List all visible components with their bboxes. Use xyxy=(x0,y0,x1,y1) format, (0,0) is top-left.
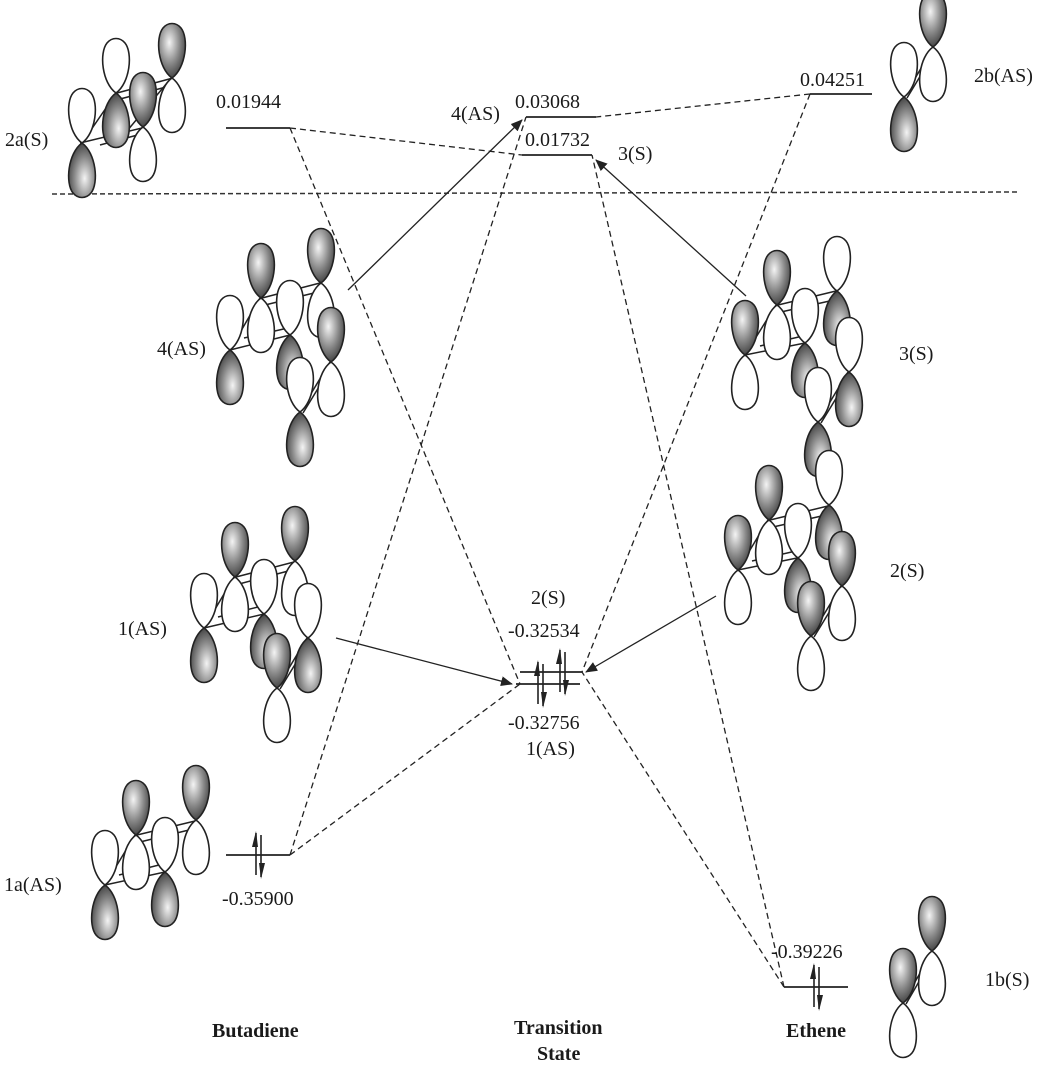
energy-ts4: 0.03068 xyxy=(515,91,580,113)
electron-pair-ts1 xyxy=(534,660,547,708)
arrow-3s-to-ts3 xyxy=(595,159,747,297)
energy-ts2: -0.32534 xyxy=(508,620,580,642)
energy-1a: -0.35900 xyxy=(222,888,294,910)
corr-1b-to-ts3 xyxy=(591,154,785,988)
label-2s: 2(S) xyxy=(890,560,924,582)
energy-2a: 0.01944 xyxy=(216,91,281,113)
column-title-ts-line2: State xyxy=(537,1043,580,1065)
corr-1a-to-ts1 xyxy=(289,683,521,856)
label-2b: 2b(AS) xyxy=(974,65,1033,87)
arrow-1as-to-ts1 xyxy=(335,637,513,687)
electron-pairs xyxy=(252,648,823,1011)
electron-pair-ts2 xyxy=(556,648,569,696)
orbital-picture-1b xyxy=(888,895,947,1059)
column-title-ethene: Ethene xyxy=(786,1020,846,1042)
label-1as: 1(AS) xyxy=(118,618,167,640)
arrow-2s-to-ts2 xyxy=(585,595,717,673)
energy-ts1: -0.32756 xyxy=(508,712,580,734)
label-1b: 1b(S) xyxy=(985,969,1029,991)
orbital-picture-1as xyxy=(189,505,323,744)
energy-1b: -0.39226 xyxy=(771,941,843,963)
energy-levels xyxy=(226,93,872,988)
energy-ts3: 0.01732 xyxy=(525,129,590,151)
orbital-picture-2a xyxy=(67,22,187,199)
orbital-picture-3s xyxy=(730,235,864,478)
electron-pair-1a xyxy=(252,831,265,879)
label-ts4: 4(AS) xyxy=(451,103,500,125)
label-3s: 3(S) xyxy=(899,343,933,365)
label-1a: 1a(AS) xyxy=(4,874,62,896)
label-4as: 4(AS) xyxy=(157,338,206,360)
column-title-butadiene: Butadiene xyxy=(212,1020,299,1042)
label-ts2: 2(S) xyxy=(531,587,565,609)
orbital-picture-1a xyxy=(90,764,211,941)
corr-2a-to-ts1 xyxy=(289,127,521,685)
orbital-arrows xyxy=(335,119,747,687)
corr-1a-to-ts4 xyxy=(289,116,527,856)
label-ts1: 1(AS) xyxy=(526,738,575,760)
orbital-picture-2b xyxy=(889,0,948,153)
label-ts3: 3(S) xyxy=(618,143,652,165)
electron-pair-1b xyxy=(810,963,823,1011)
orbital-picture-2s xyxy=(723,449,857,692)
energy-2b: 0.04251 xyxy=(800,69,865,91)
corr-2a-to-ts3 xyxy=(289,127,523,156)
column-title-ts-line1: Transition xyxy=(514,1017,603,1039)
orbital-picture-4as xyxy=(215,227,346,468)
corr-2b-to-ts4 xyxy=(595,93,811,118)
corr-1b-to-ts2 xyxy=(581,671,785,988)
label-2a: 2a(S) xyxy=(5,129,48,151)
corr-2b-to-ts2 xyxy=(581,93,811,673)
homo-lumo-separator xyxy=(51,191,1021,195)
arrow-4as-to-ts4 xyxy=(347,119,523,291)
correlation-lines xyxy=(289,93,811,988)
